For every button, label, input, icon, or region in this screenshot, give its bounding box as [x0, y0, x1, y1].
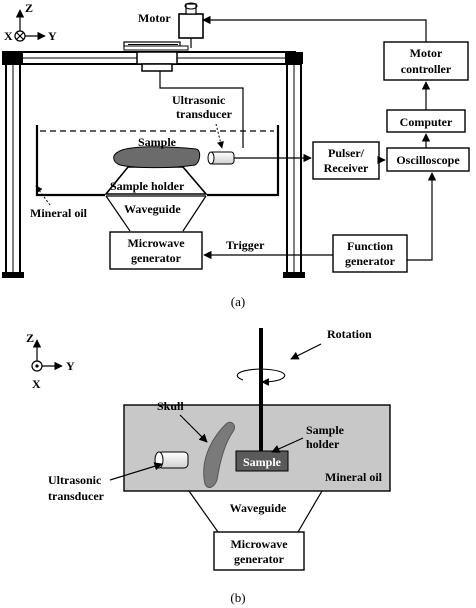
gantry-frame	[2, 41, 305, 278]
microwave-label-b-1: Microwave	[230, 537, 288, 551]
mineral-oil-label: Mineral oil	[30, 206, 88, 220]
sample-holder-label: Sample holder	[110, 179, 185, 193]
ultrasonic-label-1: Ultrasonic	[172, 93, 226, 107]
rotation-label: Rotation	[327, 327, 372, 341]
caption-b: (b)	[230, 590, 245, 605]
figure-a: Z X Y	[2, 1, 470, 309]
axis-x-label-b: X	[32, 377, 41, 391]
motor-label: Motor	[138, 11, 171, 25]
motor-controller-label-1: Motor	[410, 46, 443, 60]
function-generator-box: Function generator	[332, 234, 408, 273]
sample-label: Sample	[138, 135, 177, 149]
axis-indicator-b: Z X Y	[26, 331, 75, 391]
trigger-label: Trigger	[226, 238, 265, 252]
skull: Skull	[157, 399, 235, 488]
motor: Motor	[138, 2, 204, 48]
microwave-label-b-2: generator	[234, 552, 285, 566]
ultrasonic-transducer-a: Ultrasonic transducer	[172, 93, 235, 165]
waveguide-label-b: Waveguide	[230, 501, 287, 515]
skull-label: Skull	[157, 399, 184, 413]
connectors-a: Trigger	[202, 15, 437, 261]
sample-a: Sample	[113, 135, 201, 169]
ultrasonic-label-b-1: Ultrasonic	[48, 473, 102, 487]
waveguide-b: Waveguide	[188, 490, 323, 533]
waveguide-label: Waveguide	[124, 202, 181, 216]
function-label-2: generator	[345, 254, 396, 268]
pulser-label-1: Pulser/	[328, 146, 365, 160]
scan-arm	[159, 71, 244, 148]
axis-y-label-b: Y	[66, 359, 75, 373]
sample-holder-b: Sample Sample holder	[235, 423, 345, 472]
ultrasonic-transducer-b: Ultrasonic transducer	[48, 451, 189, 503]
microwave-generator-box-b: Microwave generator	[213, 531, 305, 571]
motor-controller-box: Motor controller	[383, 41, 469, 81]
function-label-1: Function	[347, 239, 393, 253]
oscilloscope-label: Oscilloscope	[396, 153, 460, 167]
oscilloscope-box: Oscilloscope	[386, 147, 470, 172]
microwave-label-1: Microwave	[127, 236, 185, 250]
pulser-receiver-box: Pulser/ Receiver	[312, 141, 380, 180]
oil-tank: Mineral oil	[30, 125, 280, 220]
microwave-label-2: generator	[131, 251, 182, 265]
sample-holder-label-b-2: holder	[306, 437, 340, 451]
computer-box: Computer	[386, 109, 466, 133]
axis-indicator-a: Z X Y	[4, 1, 57, 43]
sample-label-b: Sample	[243, 455, 282, 469]
axis-z-label-b: Z	[26, 331, 34, 345]
axis-y-label: Y	[48, 29, 57, 43]
sample-holder: Sample holder Waveguide	[104, 166, 208, 232]
caption-a: (a)	[231, 294, 245, 309]
mineral-oil-label-b: Mineral oil	[325, 470, 383, 484]
ultrasonic-label-2: transducer	[176, 107, 233, 121]
axis-z-label: Z	[25, 1, 33, 15]
figure-b: Z X Y Mineral oil Rotation Sample Sample…	[26, 327, 391, 605]
axis-x-label: X	[4, 29, 13, 43]
computer-label: Computer	[400, 115, 453, 129]
motor-controller-label-2: controller	[401, 62, 452, 76]
microwave-generator-box-a: Microwave generator	[109, 231, 203, 270]
ultrasonic-label-b-2: transducer	[48, 489, 105, 503]
sample-holder-label-b-1: Sample	[306, 423, 345, 437]
pulser-label-2: Receiver	[324, 161, 369, 175]
oil-tank-b	[123, 404, 391, 492]
rotation-shaft: Rotation	[236, 327, 372, 451]
